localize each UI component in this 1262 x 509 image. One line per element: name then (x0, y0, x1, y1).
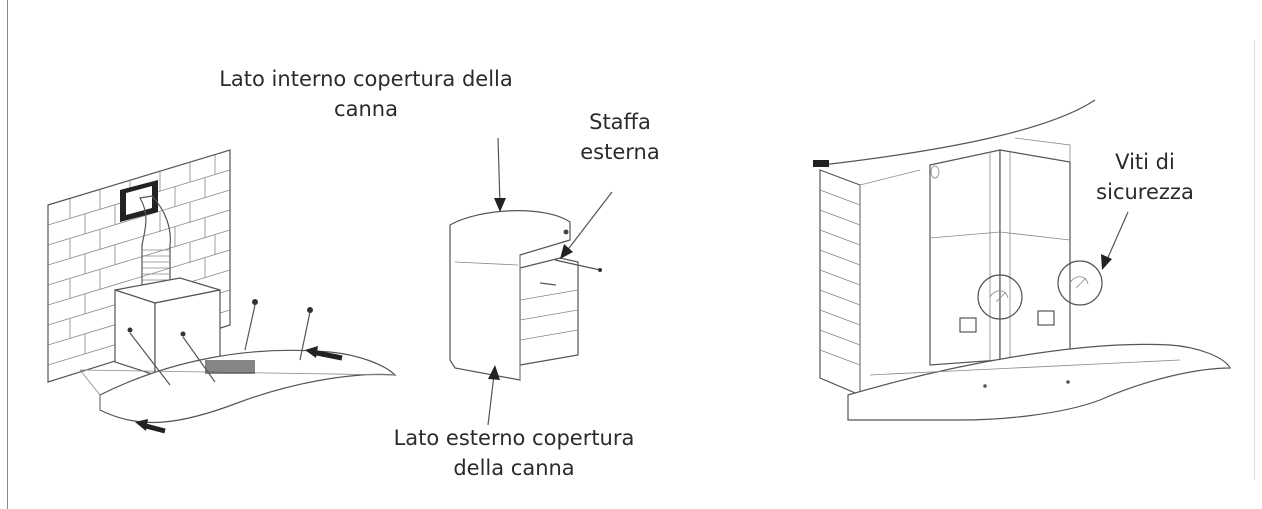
figure-chimney-cover (449, 137, 613, 426)
right-border (1254, 40, 1255, 480)
canopy-right (847, 343, 1231, 421)
ceiling-line (821, 99, 1096, 166)
bracket-screws (539, 259, 602, 286)
brick-wall-right (813, 160, 921, 396)
duct-opening (120, 180, 158, 222)
glass-canopy (79, 349, 397, 424)
chimney-stack (929, 137, 1071, 366)
label-safety-screws: Viti di sicurezza (1096, 150, 1194, 204)
label-inner-cover: Lato interno copertura della canna (219, 67, 513, 121)
label-pointers-fig2 (487, 137, 613, 426)
safety-screw-callouts (959, 260, 1103, 333)
motor-box (114, 277, 221, 376)
figure-hood-duct (47, 149, 397, 434)
left-border (7, 0, 8, 509)
label-outer-cover: Lato esterno copertura della canna (393, 426, 635, 480)
fixing-screws (127, 299, 313, 386)
label-outer-bracket: Staffa esterna (580, 110, 660, 164)
cover-panel (449, 210, 571, 381)
figure-installed-hood (813, 99, 1231, 421)
direction-arrows (135, 346, 343, 434)
outer-bracket-frame (519, 257, 579, 366)
label-pointer-fig3 (1101, 211, 1129, 270)
